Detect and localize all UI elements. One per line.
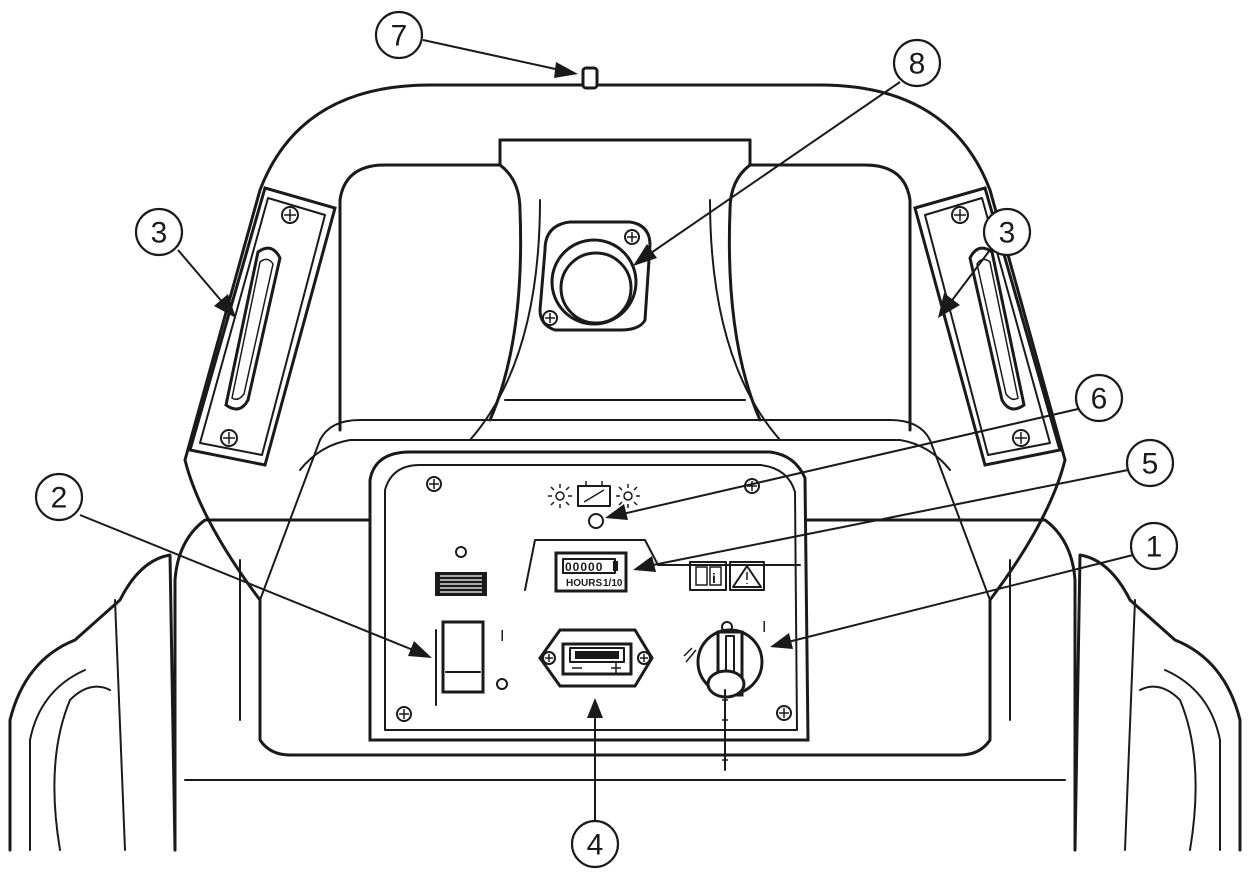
- screw-icon: [951, 206, 969, 224]
- screw-icon: [396, 706, 412, 722]
- grille-label: [435, 572, 487, 596]
- screw-icon: [542, 651, 556, 665]
- warning-triangle-icon: [729, 561, 765, 591]
- key-on-mark: I: [762, 619, 766, 636]
- callout-2-label: 2: [51, 482, 68, 515]
- screw-icon: [637, 651, 651, 665]
- svg-text:i: i: [712, 570, 716, 586]
- hour-meter-caption-left: HOURS: [566, 578, 602, 589]
- callout-5: 5: [1125, 438, 1175, 488]
- callout-5-label: 5: [1142, 448, 1159, 481]
- key-off-symbol-icon: [683, 647, 697, 663]
- callouts: 7 8 3 3 6: [34, 10, 1179, 869]
- indicator-lamp: [455, 546, 467, 558]
- screw-icon: [220, 429, 238, 447]
- switch-on-mark: I: [500, 628, 504, 645]
- right-grip-handle[interactable]: [913, 186, 1062, 467]
- hour-meter-digits: 00000: [565, 560, 603, 574]
- callout-3-left-label: 3: [151, 217, 168, 250]
- center-socket-knob[interactable]: [538, 220, 652, 332]
- callout-6: 6: [1074, 373, 1124, 423]
- callout-3-right: 3: [982, 207, 1032, 257]
- handle-frame: [183, 66, 1067, 757]
- callout-3-right-label: 3: [999, 217, 1016, 250]
- callout-2: 2: [34, 472, 84, 522]
- hour-meter-caption-right: 1/10: [603, 578, 623, 589]
- callout-7-label: 7: [391, 20, 408, 53]
- screw-icon: [542, 310, 558, 326]
- control-panel: 00000 HOURS 1/10 i I: [368, 450, 810, 771]
- callout-1: 1: [1129, 521, 1179, 571]
- callout-1-label: 1: [1146, 531, 1163, 564]
- battery-indicator-icons: [548, 481, 640, 508]
- screw-icon: [624, 229, 640, 245]
- callout-4-label: 4: [587, 829, 604, 862]
- battery-connector-socket[interactable]: [538, 628, 654, 688]
- callout-3-left: 3: [134, 207, 184, 257]
- battery-icon: [577, 481, 611, 507]
- key-switch[interactable]: I: [683, 619, 766, 771]
- switch-off-mark: [496, 678, 508, 690]
- screw-icon: [426, 476, 442, 492]
- screw-icon: [281, 206, 299, 224]
- sun-icon: [548, 484, 572, 508]
- manual-info-icon: i: [689, 561, 727, 591]
- battery-indicator-led: [588, 513, 604, 529]
- sun-icon: [616, 484, 640, 508]
- callout-8: 8: [892, 38, 942, 88]
- callout-4: 4: [570, 819, 620, 869]
- callout-6-label: 6: [1091, 383, 1108, 416]
- left-grip-handle[interactable]: [188, 186, 337, 467]
- hour-meter: 00000 HOURS 1/10: [524, 539, 801, 593]
- screw-icon: [1012, 429, 1030, 447]
- rocker-switch[interactable]: I: [435, 620, 508, 706]
- screw-icon: [776, 705, 792, 721]
- callout-7: 7: [374, 10, 424, 60]
- callout-8-label: 8: [909, 48, 926, 81]
